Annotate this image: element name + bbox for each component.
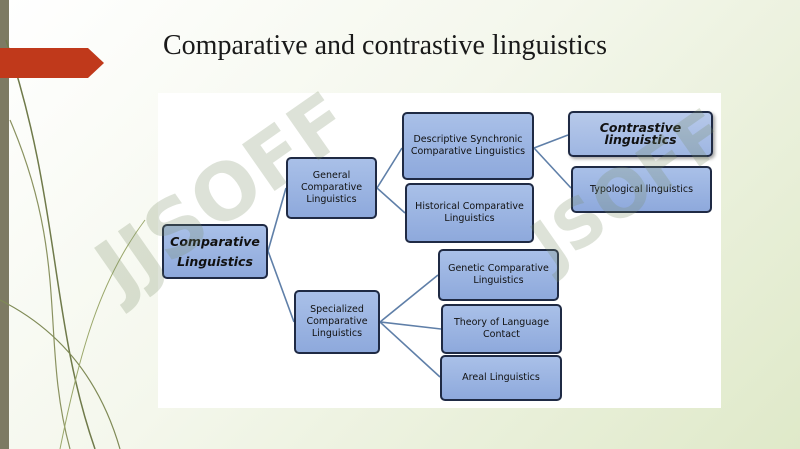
left-accent-bar (0, 0, 9, 449)
title-arrow-icon (0, 48, 104, 78)
decorative-curves (0, 39, 146, 449)
link-specialized-areal (379, 321, 441, 378)
node-historical-comparative: Historical Comparative Linguistics (405, 183, 534, 243)
node-contrastive-linguistics: Contrastive linguistics (568, 111, 713, 157)
diagram-connectors (267, 134, 572, 378)
link-specialized-contact (379, 321, 442, 330)
node-genetic-comparative: Genetic Comparative Linguistics (438, 249, 559, 301)
link-specialized-genetic (379, 274, 439, 323)
node-typological-linguistics: Typological linguistics (571, 166, 712, 213)
node-areal-linguistics: Areal Linguistics (440, 355, 562, 401)
node-general-comparative: General Comparative Linguistics (286, 157, 377, 219)
node-specialized-comparative: Specialized Comparative Linguistics (294, 290, 380, 354)
link-root-specialized (267, 250, 295, 323)
slide-title: Comparative and contrastive linguistics (163, 30, 608, 61)
link-descriptive-contrastive (533, 134, 569, 149)
link-descriptive-typological (533, 147, 572, 189)
diagram-panel: Comparative Linguistics General Comparat… (158, 93, 721, 408)
node-comparative-linguistics: Comparative Linguistics (162, 224, 268, 279)
link-general-descriptive (376, 147, 403, 189)
link-root-general (267, 187, 287, 252)
node-descriptive-synchronic: Descriptive Synchronic Comparative Lingu… (402, 112, 534, 180)
node-language-contact: Theory of Language Contact (441, 304, 562, 354)
link-general-historical (376, 187, 406, 214)
